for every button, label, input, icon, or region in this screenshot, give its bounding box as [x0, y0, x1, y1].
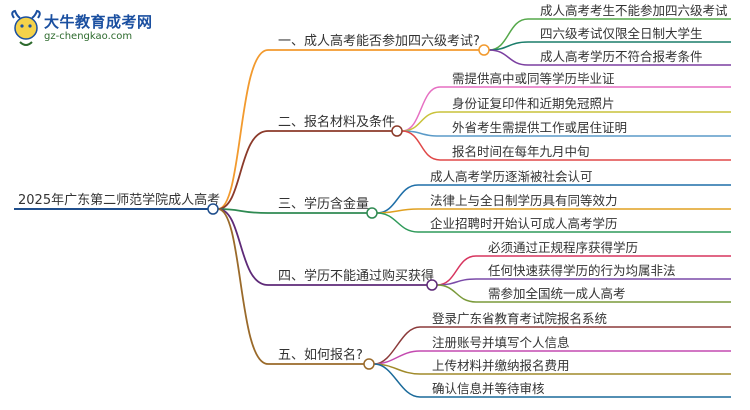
branch-connector: [217, 208, 269, 214]
bull-logo-icon: [11, 9, 41, 46]
branch-label: 二、报名材料及条件: [278, 114, 395, 130]
leaf-label: 需参加全国统一成人高考: [488, 286, 626, 301]
leaf-connector: [401, 86, 441, 132]
leaf-label: 登录广东省教育考试院报名系统: [432, 311, 607, 326]
leaf-label: 成人高考学历不符合报考条件: [540, 49, 703, 64]
leaf-connector: [436, 284, 477, 303]
leaf-connector: [401, 111, 441, 132]
leaf-label: 确认信息并等待审核: [432, 381, 545, 396]
root-collapse-toggle[interactable]: [207, 203, 219, 215]
branch-collapse-toggle[interactable]: [478, 44, 490, 56]
branch-connector: [217, 49, 269, 210]
leaf-label: 法律上与全日制学历具有同等效力: [430, 193, 618, 208]
leaf-label: 上传材料并缴纳报名费用: [432, 358, 570, 373]
site-logo[interactable]: 大牛教育成考网 gz-chengkao.com: [8, 8, 198, 50]
connector-lines: [14, 18, 731, 398]
leaf-label: 四六级考试仅限全日制大学生: [540, 26, 703, 41]
leaf-label: 成人高考学历逐渐被社会认可: [430, 169, 593, 184]
mind-map-nodes: 2025年广东第二师范学院成人高考 一、成人高考能否参加四六级考试? 成人高考考生不…: [18, 3, 728, 396]
leaf-label: 外省考生需提供工作或居住证明: [452, 120, 627, 135]
branch-connector: [217, 208, 269, 286]
leaf-connector: [373, 326, 421, 365]
branch-label: 一、成人高考能否参加四六级考试?: [278, 33, 480, 49]
leaf-label: 身份证复印件和近期免冠照片: [452, 96, 615, 111]
root-node-label: 2025年广东第二师范学院成人高考: [18, 192, 220, 208]
leaf-connector: [376, 208, 419, 214]
branch-connector: [217, 208, 269, 365]
branch-collapse-toggle[interactable]: [391, 125, 403, 137]
leaf-connector: [401, 130, 441, 161]
leaf-label: 注册账号并填写个人信息: [432, 335, 570, 350]
branch-collapse-toggle[interactable]: [366, 207, 378, 219]
branch-collapse-toggle[interactable]: [426, 279, 438, 291]
branch-label: 五、如何报名?: [278, 347, 363, 363]
branch-connector: [217, 130, 269, 210]
branch-collapse-toggle[interactable]: [363, 358, 375, 370]
leaf-connector: [488, 49, 529, 66]
leaf-label: 任何快速获得学历的行为均属非法: [488, 263, 676, 278]
leaf-label: 需提供高中或同等学历毕业证: [452, 71, 615, 86]
leaf-label: 成人高考考生不能参加四六级考试: [540, 3, 728, 18]
leaf-connector: [436, 255, 477, 286]
leaf-label: 企业招聘时开始认可成人高考学历: [430, 216, 618, 231]
branch-label: 三、学历含金量: [278, 196, 369, 212]
leaf-label: 报名时间在每年九月中旬: [452, 144, 590, 159]
leaf-connector: [376, 212, 419, 233]
logo-url: gz-chengkao.com: [44, 31, 133, 42]
leaf-label: 必须通过正规程序获得学历: [488, 240, 638, 255]
leaf-connector: [373, 363, 421, 398]
logo-title: 大牛教育成考网: [44, 13, 153, 31]
branch-label: 四、学历不能通过购买获得: [278, 268, 434, 284]
leaf-connector: [436, 278, 477, 286]
